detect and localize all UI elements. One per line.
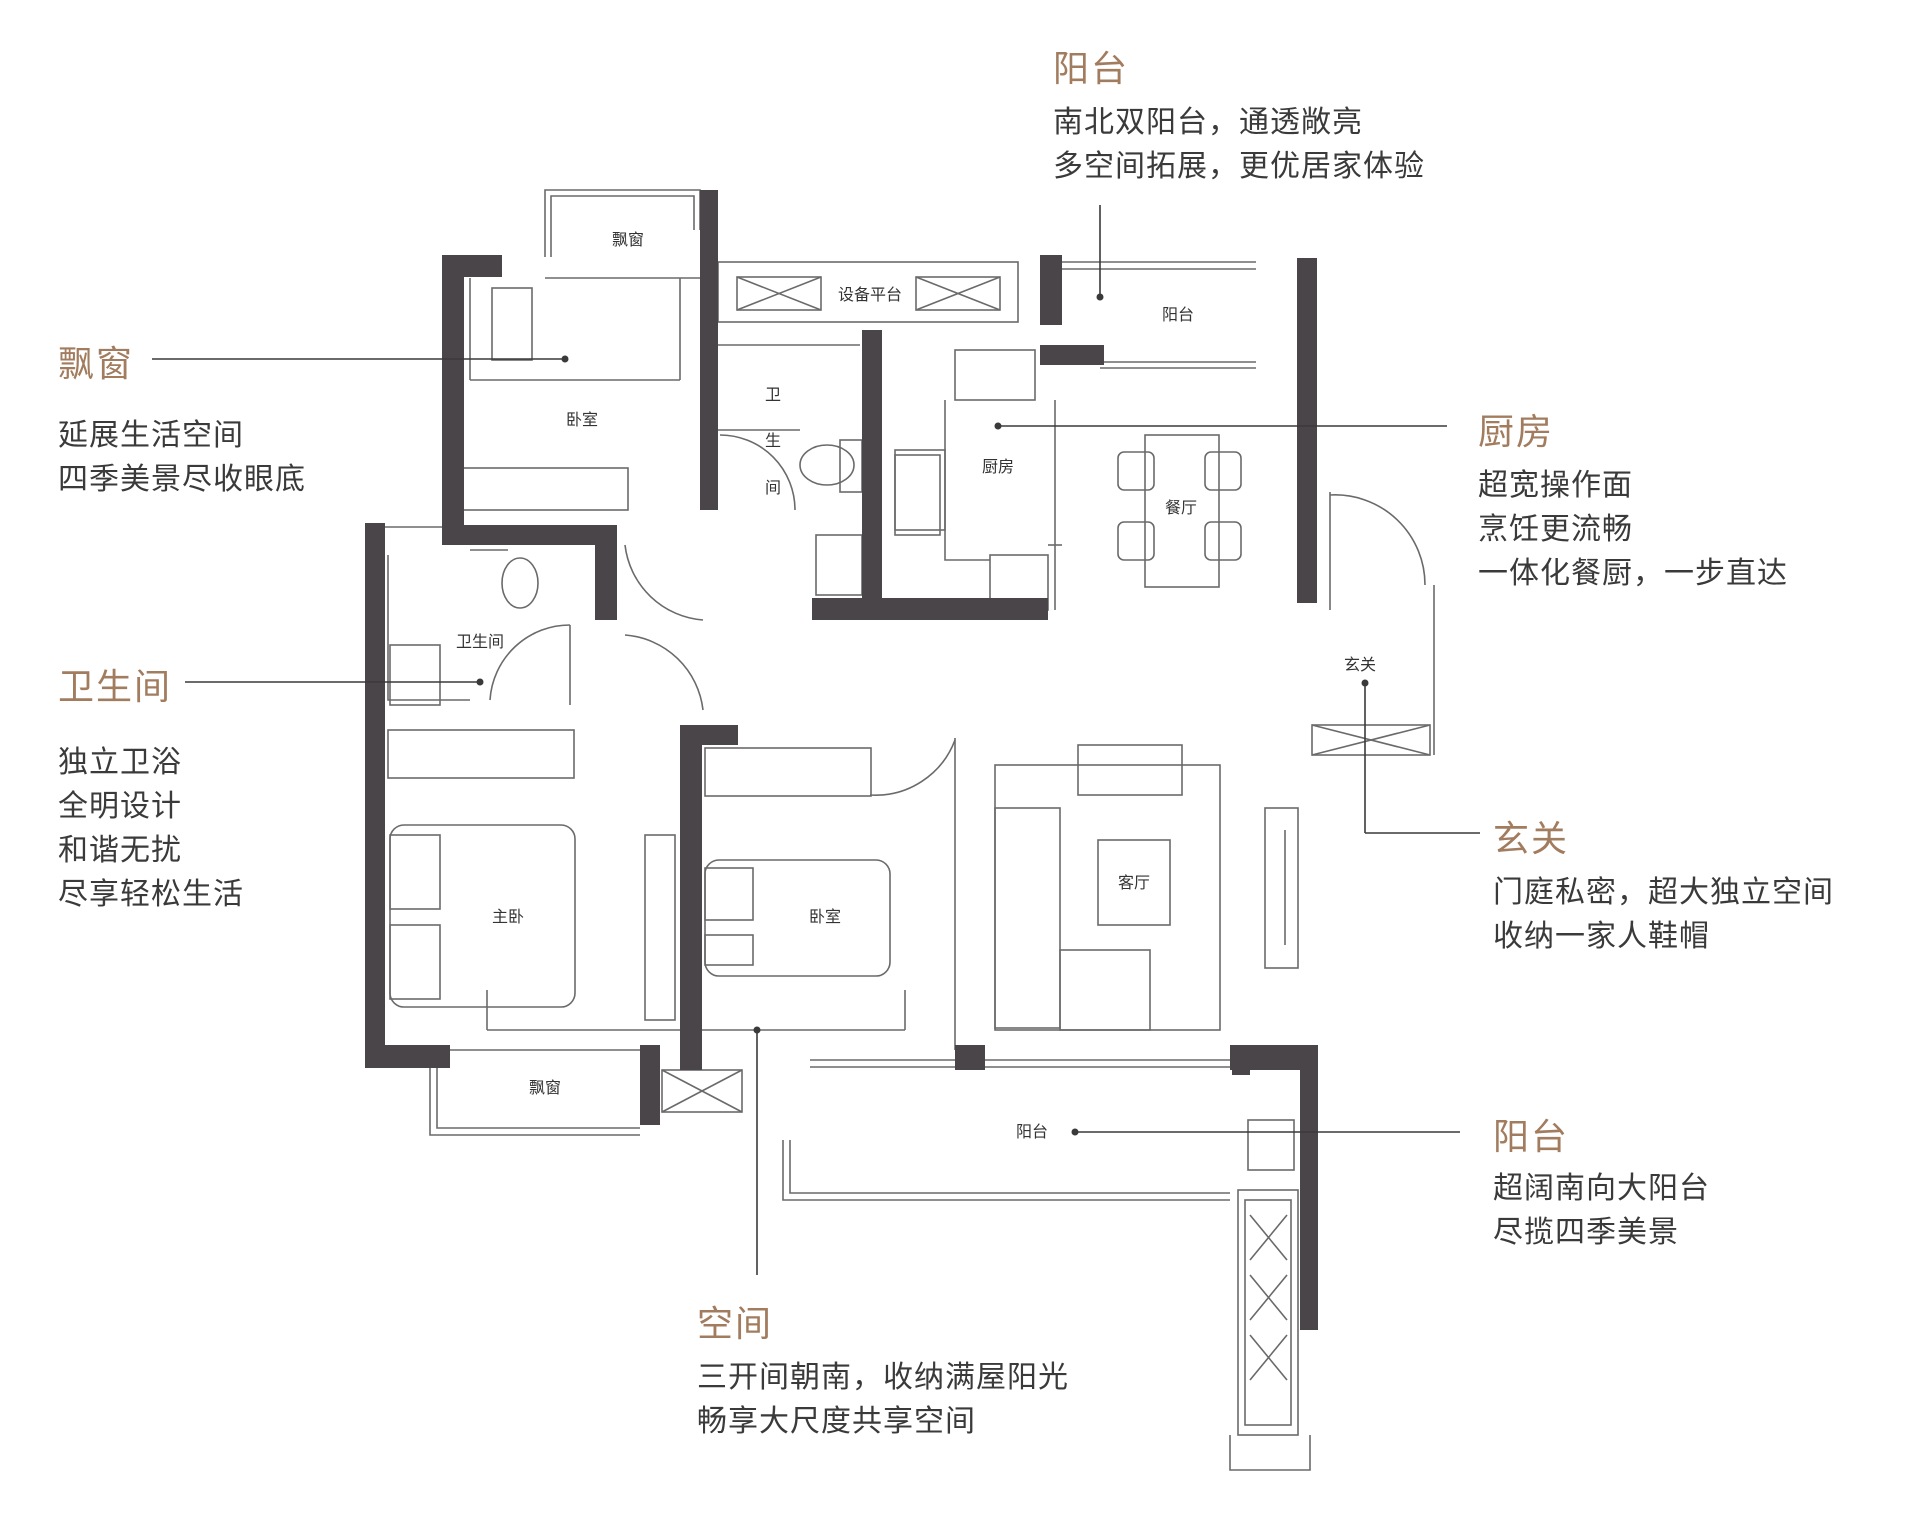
- annotation-line: 和谐无扰: [58, 833, 182, 868]
- annotation-line: 三开间朝南，收纳满屋阳光: [697, 1360, 1069, 1395]
- room-label-wc-2: 生: [765, 431, 781, 450]
- annotation-line: 南北双阳台，通透敞亮: [1053, 105, 1363, 140]
- annotation-title: 阳台: [1053, 49, 1130, 90]
- annotation-line: 超宽操作面: [1478, 468, 1633, 503]
- room-label-kitchen: 厨房: [982, 457, 1014, 476]
- annotation-line: 尽揽四季美景: [1493, 1215, 1679, 1250]
- annotation-line: 门庭私密，超大独立空间: [1493, 875, 1834, 910]
- annotation-line: 延展生活空间: [58, 418, 244, 453]
- annotation-line: 全明设计: [58, 789, 182, 824]
- annotation-line: 独立卫浴: [58, 745, 182, 780]
- room-labels: 飘窗 设备平台 阳台 卧室 卫 生 间 厨房 餐厅 卫生间 玄关 主卧 卧室 客…: [456, 230, 1376, 1141]
- annotation-title: 空间: [697, 1304, 774, 1345]
- room-label-bay-top: 飘窗: [612, 230, 644, 249]
- leader-lines: [152, 205, 1480, 1275]
- room-label-wc-3: 间: [765, 478, 781, 497]
- walls: [365, 190, 1318, 1330]
- annotation-title: 卫生间: [58, 667, 173, 708]
- annotation-line: 四季美景尽收眼底: [58, 462, 306, 497]
- room-label-bay-bottom: 飘窗: [529, 1078, 561, 1097]
- annotation-title: 玄关: [1493, 819, 1570, 860]
- room-label-master: 主卧: [492, 907, 524, 926]
- room-label-dining: 餐厅: [1165, 498, 1197, 517]
- annotation-title: 阳台: [1493, 1117, 1570, 1158]
- room-label-bathroom: 卫生间: [456, 632, 504, 651]
- annotation-line: 畅享大尺度共享空间: [697, 1404, 976, 1439]
- room-label-balcony-north: 阳台: [1162, 305, 1194, 324]
- room-label-bedroom-mid: 卧室: [809, 907, 841, 926]
- annotation-title: 厨房: [1478, 412, 1555, 453]
- room-label-balcony-south: 阳台: [1016, 1122, 1048, 1141]
- annotation-line: 烹饪更流畅: [1478, 512, 1633, 547]
- annotation-line: 一体化餐厨，一步直达: [1478, 556, 1788, 591]
- annotation-title: 飘窗: [58, 344, 135, 385]
- annotation-line: 多空间拓展，更优居家体验: [1053, 149, 1425, 184]
- room-label-bedroom-top: 卧室: [566, 410, 598, 429]
- annotation-line: 尽享轻松生活: [58, 877, 244, 912]
- room-label-living: 客厅: [1118, 873, 1150, 892]
- room-label-wc-1: 卫: [765, 385, 781, 404]
- room-label-entrance: 玄关: [1344, 655, 1376, 674]
- annotation-line: 超阔南向大阳台: [1493, 1171, 1710, 1206]
- room-label-equipment: 设备平台: [838, 285, 902, 304]
- outline-strokes: [385, 189, 1435, 1471]
- annotation-line: 收纳一家人鞋帽: [1493, 919, 1710, 954]
